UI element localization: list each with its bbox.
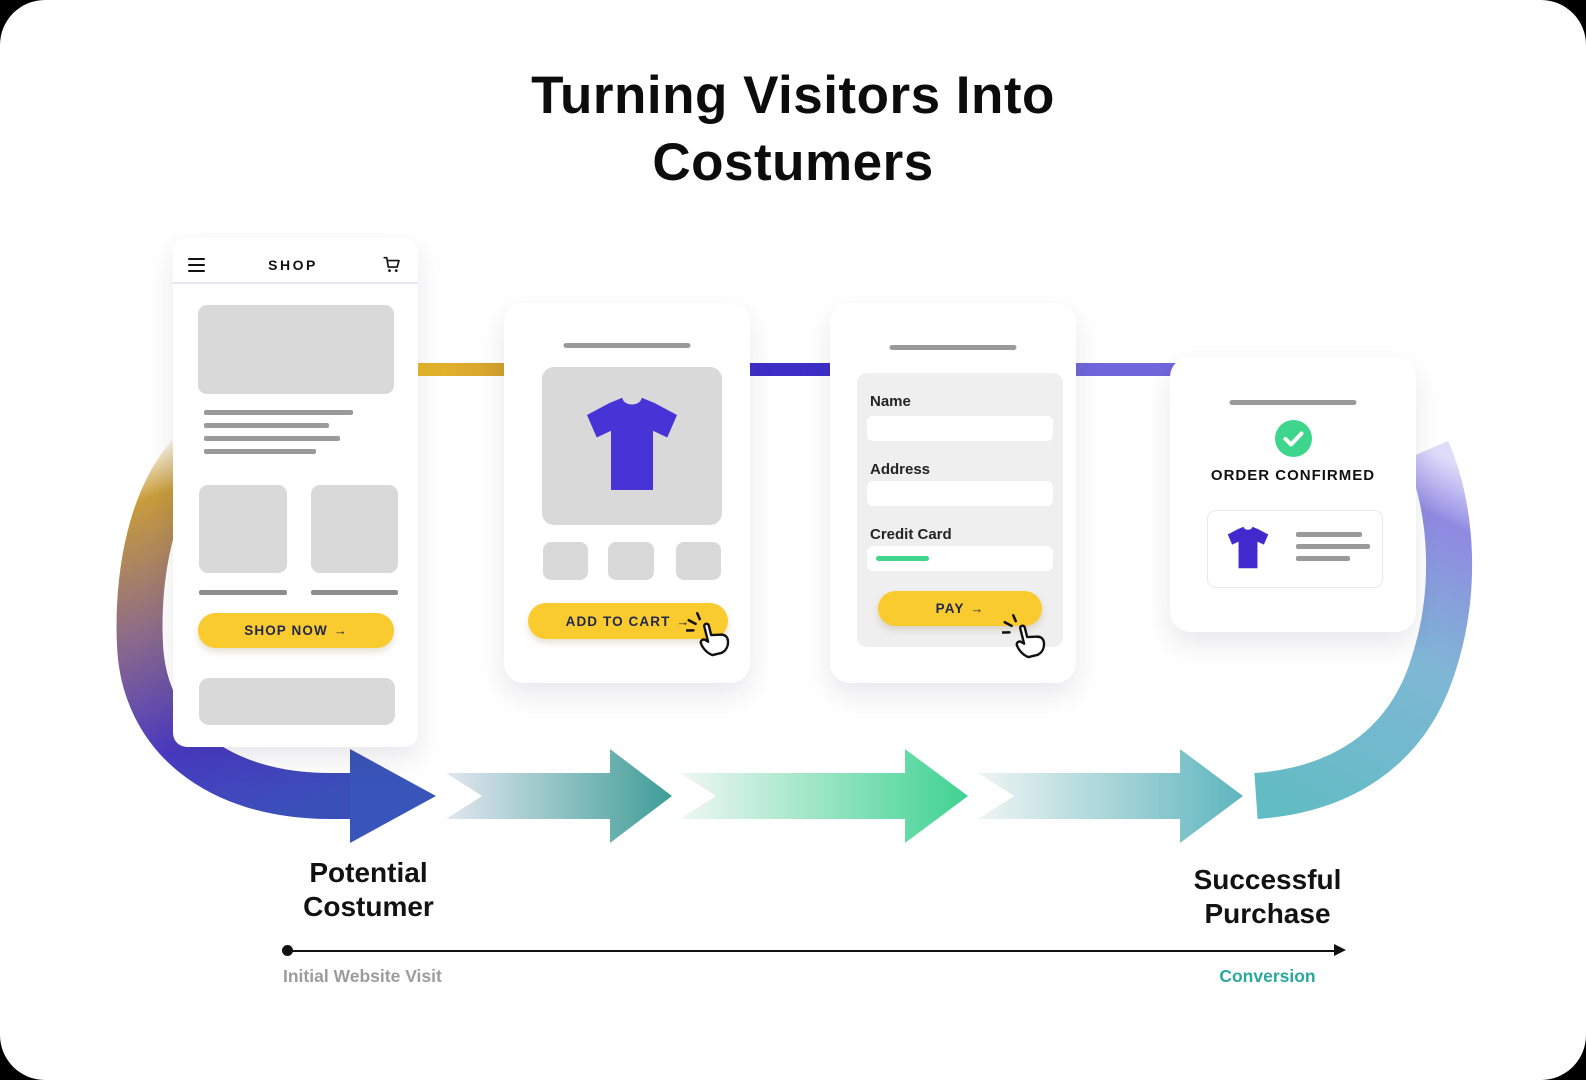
card-number-progress [876, 556, 929, 561]
order-item-card [1207, 510, 1383, 588]
funnel-arrowhead-blue [350, 749, 436, 843]
end-stage-label: Successful Purchase [1193, 864, 1342, 929]
funnel-loop-right [1253, 440, 1473, 819]
hero-image-placeholder [198, 305, 394, 394]
sheet-handle [889, 345, 1017, 350]
credit-card-label: Credit Card [870, 526, 952, 543]
order-text-line [1296, 532, 1362, 537]
add-to-cart-button[interactable]: ADD TO CART→ [528, 603, 728, 639]
name-input[interactable] [867, 416, 1053, 441]
tshirt-icon [572, 395, 692, 495]
shop-header: SHOP [173, 248, 418, 282]
funnel-arrow-segment-1 [434, 741, 678, 851]
cart-icon[interactable] [381, 254, 403, 276]
product-tile-placeholder [199, 485, 287, 573]
pointer-cursor-icon [686, 609, 736, 659]
checkout-form-panel: Name Address Credit Card PAY→ [857, 373, 1063, 647]
thumbnail-placeholder[interactable] [608, 542, 654, 580]
text-placeholder-line [204, 410, 353, 415]
shop-now-button[interactable]: SHOP NOW→ [198, 613, 394, 648]
end-caption: Conversion [1219, 966, 1316, 986]
timeline-axis [288, 949, 1336, 952]
timeline-start-dot [282, 945, 293, 956]
credit-card-input[interactable] [867, 546, 1053, 571]
connector-indigo [742, 363, 836, 376]
sheet-handle [1229, 400, 1357, 405]
connector-purple [1068, 363, 1176, 376]
shop-title: SHOP [268, 257, 318, 273]
pay-button[interactable]: PAY→ [878, 591, 1042, 626]
timeline-arrowhead-icon [1334, 944, 1346, 956]
hamburger-menu-icon[interactable] [188, 257, 205, 273]
connector-gold [400, 363, 510, 376]
address-label: Address [870, 461, 931, 478]
checkout-screen-mockup: Name Address Credit Card PAY→ [830, 303, 1076, 683]
tile-caption-line [311, 590, 398, 595]
thumbnail-placeholder[interactable] [543, 542, 588, 580]
funnel-arrow-segment-3 [966, 742, 1249, 850]
footer-placeholder [199, 678, 395, 725]
product-screen-mockup: ADD TO CART→ [504, 303, 750, 683]
tshirt-icon [1221, 525, 1275, 571]
product-tile-placeholder [311, 485, 398, 573]
page-title: Turning Visitors Into Costumers [531, 66, 1055, 192]
sheet-handle [563, 343, 691, 348]
shop-screen-mockup: SHOP SHOP NOW→ [173, 238, 418, 747]
order-text-line [1296, 544, 1370, 549]
address-input[interactable] [867, 481, 1053, 506]
order-text-line [1296, 556, 1350, 561]
confirmation-screen-mockup: ORDER CONFIRMED [1170, 357, 1416, 632]
tile-caption-line [199, 590, 287, 595]
text-placeholder-line [204, 436, 340, 441]
start-stage-label: Potential Costumer [303, 857, 434, 922]
text-placeholder-line [204, 423, 329, 428]
thumbnail-placeholder[interactable] [676, 542, 721, 580]
text-placeholder-line [204, 449, 316, 454]
header-divider [173, 282, 418, 284]
funnel-arrow-segment-2 [668, 742, 974, 850]
order-status-text: ORDER CONFIRMED [1210, 467, 1376, 484]
start-caption: Initial Website Visit [283, 966, 442, 986]
check-circle-icon [1275, 420, 1312, 457]
pointer-cursor-icon [1002, 611, 1052, 661]
funnel-loop-left [116, 417, 352, 819]
name-label: Name [870, 393, 911, 410]
